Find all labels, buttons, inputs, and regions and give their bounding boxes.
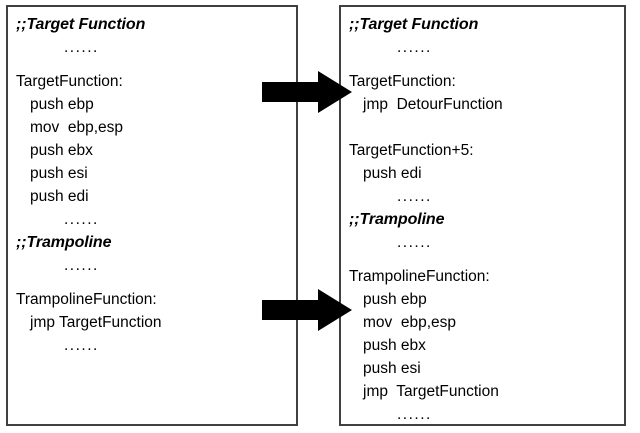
code-instruction: mov ebp,esp (30, 119, 124, 136)
code-instruction: jmp DetourFunction (363, 96, 503, 113)
ellipsis-line: ...... (397, 39, 432, 56)
code-instruction: push esi (30, 165, 88, 182)
ellipsis-line: ...... (64, 39, 99, 56)
code-instruction: push ebx (363, 337, 426, 354)
code-instruction: push ebp (363, 291, 427, 308)
code-instruction: jmp TargetFunction (30, 314, 162, 331)
code-instruction: push edi (363, 165, 422, 182)
spacer-line (8, 277, 296, 288)
code-instruction: push ebp (30, 96, 94, 113)
ellipsis-line: ...... (397, 234, 432, 251)
ellipsis-line: ...... (64, 337, 99, 354)
spacer-line (341, 254, 624, 265)
code-instruction: push ebx (30, 142, 93, 159)
panel-after-hook: ;;Target Function...... TargetFunction: jm… (339, 5, 626, 426)
spacer-line (341, 59, 624, 70)
code-block-before: ;;Target Function...... TargetFunction: pu… (8, 7, 296, 357)
spacer-line (341, 116, 624, 139)
code-section-header: ;;Target Function (349, 16, 479, 33)
code-section-header: ;;Trampoline (349, 211, 445, 228)
code-section-header: ;;Target Function (16, 16, 146, 33)
code-instruction: jmp TargetFunction (363, 383, 499, 400)
ellipsis-line: ...... (64, 257, 99, 274)
code-section-header: ;;Trampoline (16, 234, 112, 251)
spacer-line (8, 59, 296, 70)
ellipsis-line: ...... (64, 211, 99, 228)
code-instruction: mov ebp,esp (363, 314, 457, 331)
right-arrow-icon (262, 71, 352, 113)
code-block-after: ;;Target Function...... TargetFunction: jm… (341, 7, 624, 426)
ellipsis-line: ...... (397, 188, 432, 205)
code-label: TargetFunction+5: (349, 142, 474, 159)
right-arrow-icon (262, 289, 352, 331)
code-label: TargetFunction: (16, 73, 123, 90)
code-instruction: push esi (363, 360, 421, 377)
code-instruction: push edi (30, 188, 89, 205)
panel-before-hook: ;;Target Function...... TargetFunction: pu… (6, 5, 298, 426)
code-label: TrampolineFunction: (16, 291, 157, 308)
ellipsis-line: ...... (397, 406, 432, 423)
code-label: TrampolineFunction: (349, 268, 490, 285)
code-label: TargetFunction: (349, 73, 456, 90)
